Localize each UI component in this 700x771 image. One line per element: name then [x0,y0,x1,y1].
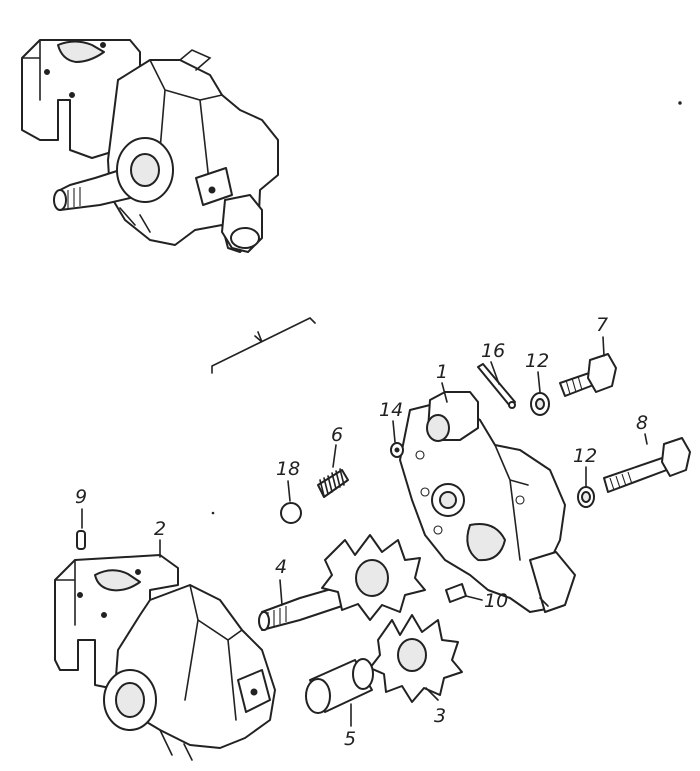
dowel-pin-part-9 [76,530,86,550]
callout-14: 14 [379,399,403,421]
washer-part-12-upper [530,392,550,416]
callout-16: 16 [481,340,505,362]
idler-gear-part-3 [369,614,463,703]
washer-part-12-lower [577,486,595,508]
drive-shaft-gear-part-4 [258,534,426,631]
pump-cover-part-1 [399,391,576,613]
callout-9: 9 [75,486,87,508]
callout-7: 7 [596,314,608,336]
ball-part-18 [280,502,302,524]
callout-18: 18 [276,458,300,480]
callout-8: 8 [636,412,648,434]
callout-10: 10 [484,590,508,612]
pin-part-10 [445,583,467,603]
callout-2: 2 [154,518,166,540]
callout-3: 3 [434,705,446,727]
spring-part-6 [317,468,349,498]
bolt-part-8 [603,437,691,493]
callout-12-lower: 12 [573,445,597,467]
callout-1: 1 [436,361,448,383]
callout-5: 5 [344,728,356,750]
cotter-pin-part-16 [477,363,516,409]
callout-6: 6 [331,424,343,446]
callout-labels: 1 2 3 4 5 6 7 8 9 10 12 12 14 16 18 [75,314,648,750]
callout-12-upper: 12 [525,350,549,372]
leader-lines [81,336,648,727]
pump-housing-part-2 [54,554,276,761]
washer-part-14 [390,442,404,458]
callout-4: 4 [275,556,287,578]
assembled-oil-pump [21,39,279,253]
section-marker [211,317,316,374]
bolt-part-7 [559,353,617,397]
shaft-pin-part-5 [305,658,374,714]
